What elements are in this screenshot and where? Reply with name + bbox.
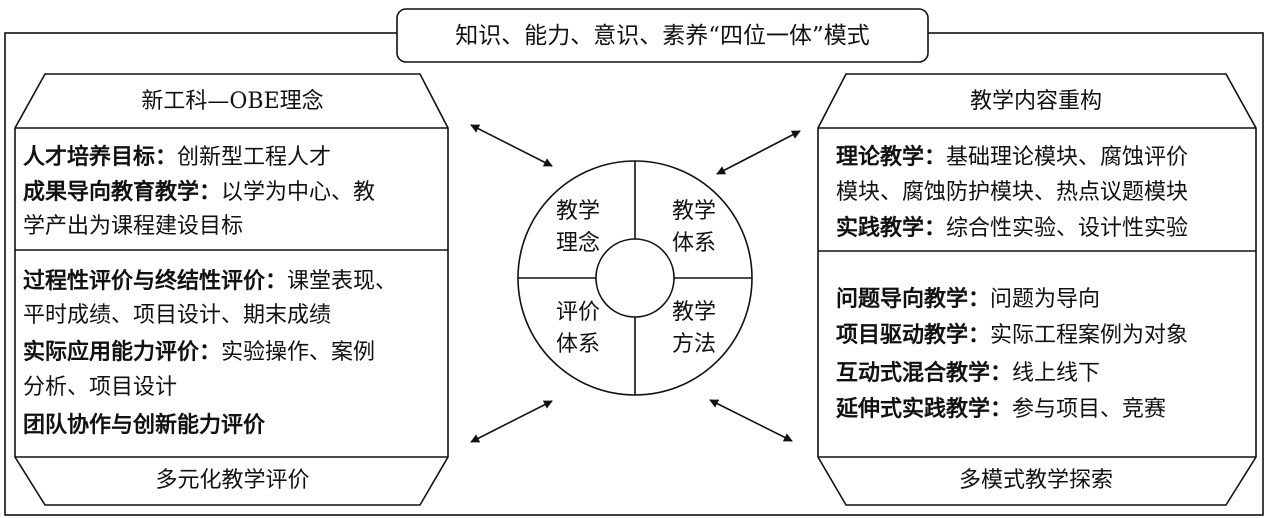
arrow-top-right xyxy=(716,130,801,175)
left-top-header: 新工科—OBE理念 xyxy=(141,89,324,114)
right-panel-outline xyxy=(817,73,1257,506)
left-bottom-line-1: 过程性评价与终结性评价：课堂表现、 xyxy=(23,268,398,294)
right-bottom-footer: 多模式教学探索 xyxy=(958,468,1113,493)
diagram-title: 知识、能力、意识、素养“四位一体”模式 xyxy=(455,23,870,49)
circle-label-teaching-method: 教学方法 xyxy=(671,300,716,357)
right-bottom-line-3: 互动式混合教学：线上线下 xyxy=(836,360,1101,386)
right-bottom-line-2: 项目驱动教学：实际工程案例为对象 xyxy=(836,322,1189,348)
right-bottom-line-1: 问题导向教学：问题为导向 xyxy=(836,286,1101,312)
circle-label-teaching-philosophy: 教学理念 xyxy=(555,199,600,256)
right-top-line-1: 理论教学：基础理论模块、腐蚀评价 xyxy=(836,144,1189,170)
left-bottom-line-5: 团队协作与创新能力评价 xyxy=(23,412,266,438)
right-bottom-line-4: 延伸式实践教学：参与项目、竞赛 xyxy=(836,396,1167,422)
left-top-line-2: 成果导向教育教学：以学为中心、教 xyxy=(23,179,376,205)
left-top-line-1: 人才培养目标：创新型工程人才 xyxy=(23,144,332,170)
left-panel-outline xyxy=(14,73,449,506)
left-bottom-line-2: 平时成绩、项目设计、期末成绩 xyxy=(23,303,332,328)
arrow-bottom-left xyxy=(470,400,553,443)
right-top-line-3: 实践教学：综合性实验、设计性实验 xyxy=(836,215,1189,241)
left-bottom-line-3: 实际应用能力评价：实验操作、案例 xyxy=(23,339,376,365)
right-top-header: 教学内容重构 xyxy=(969,89,1102,114)
right-top-line-2: 模块、腐蚀防护模块、热点议题模块 xyxy=(836,180,1189,205)
left-bottom-footer: 多元化教学评价 xyxy=(155,468,310,493)
arrow-bottom-right xyxy=(709,399,793,442)
circle-label-teaching-system: 教学体系 xyxy=(671,199,716,256)
circle-label-evaluation-system: 评价体系 xyxy=(555,300,600,357)
left-bottom-line-4: 分析、项目设计 xyxy=(23,375,178,400)
left-top-line-3: 学产出为课程建设目标 xyxy=(23,214,244,239)
arrow-top-left xyxy=(470,124,553,167)
title-box xyxy=(396,8,929,63)
